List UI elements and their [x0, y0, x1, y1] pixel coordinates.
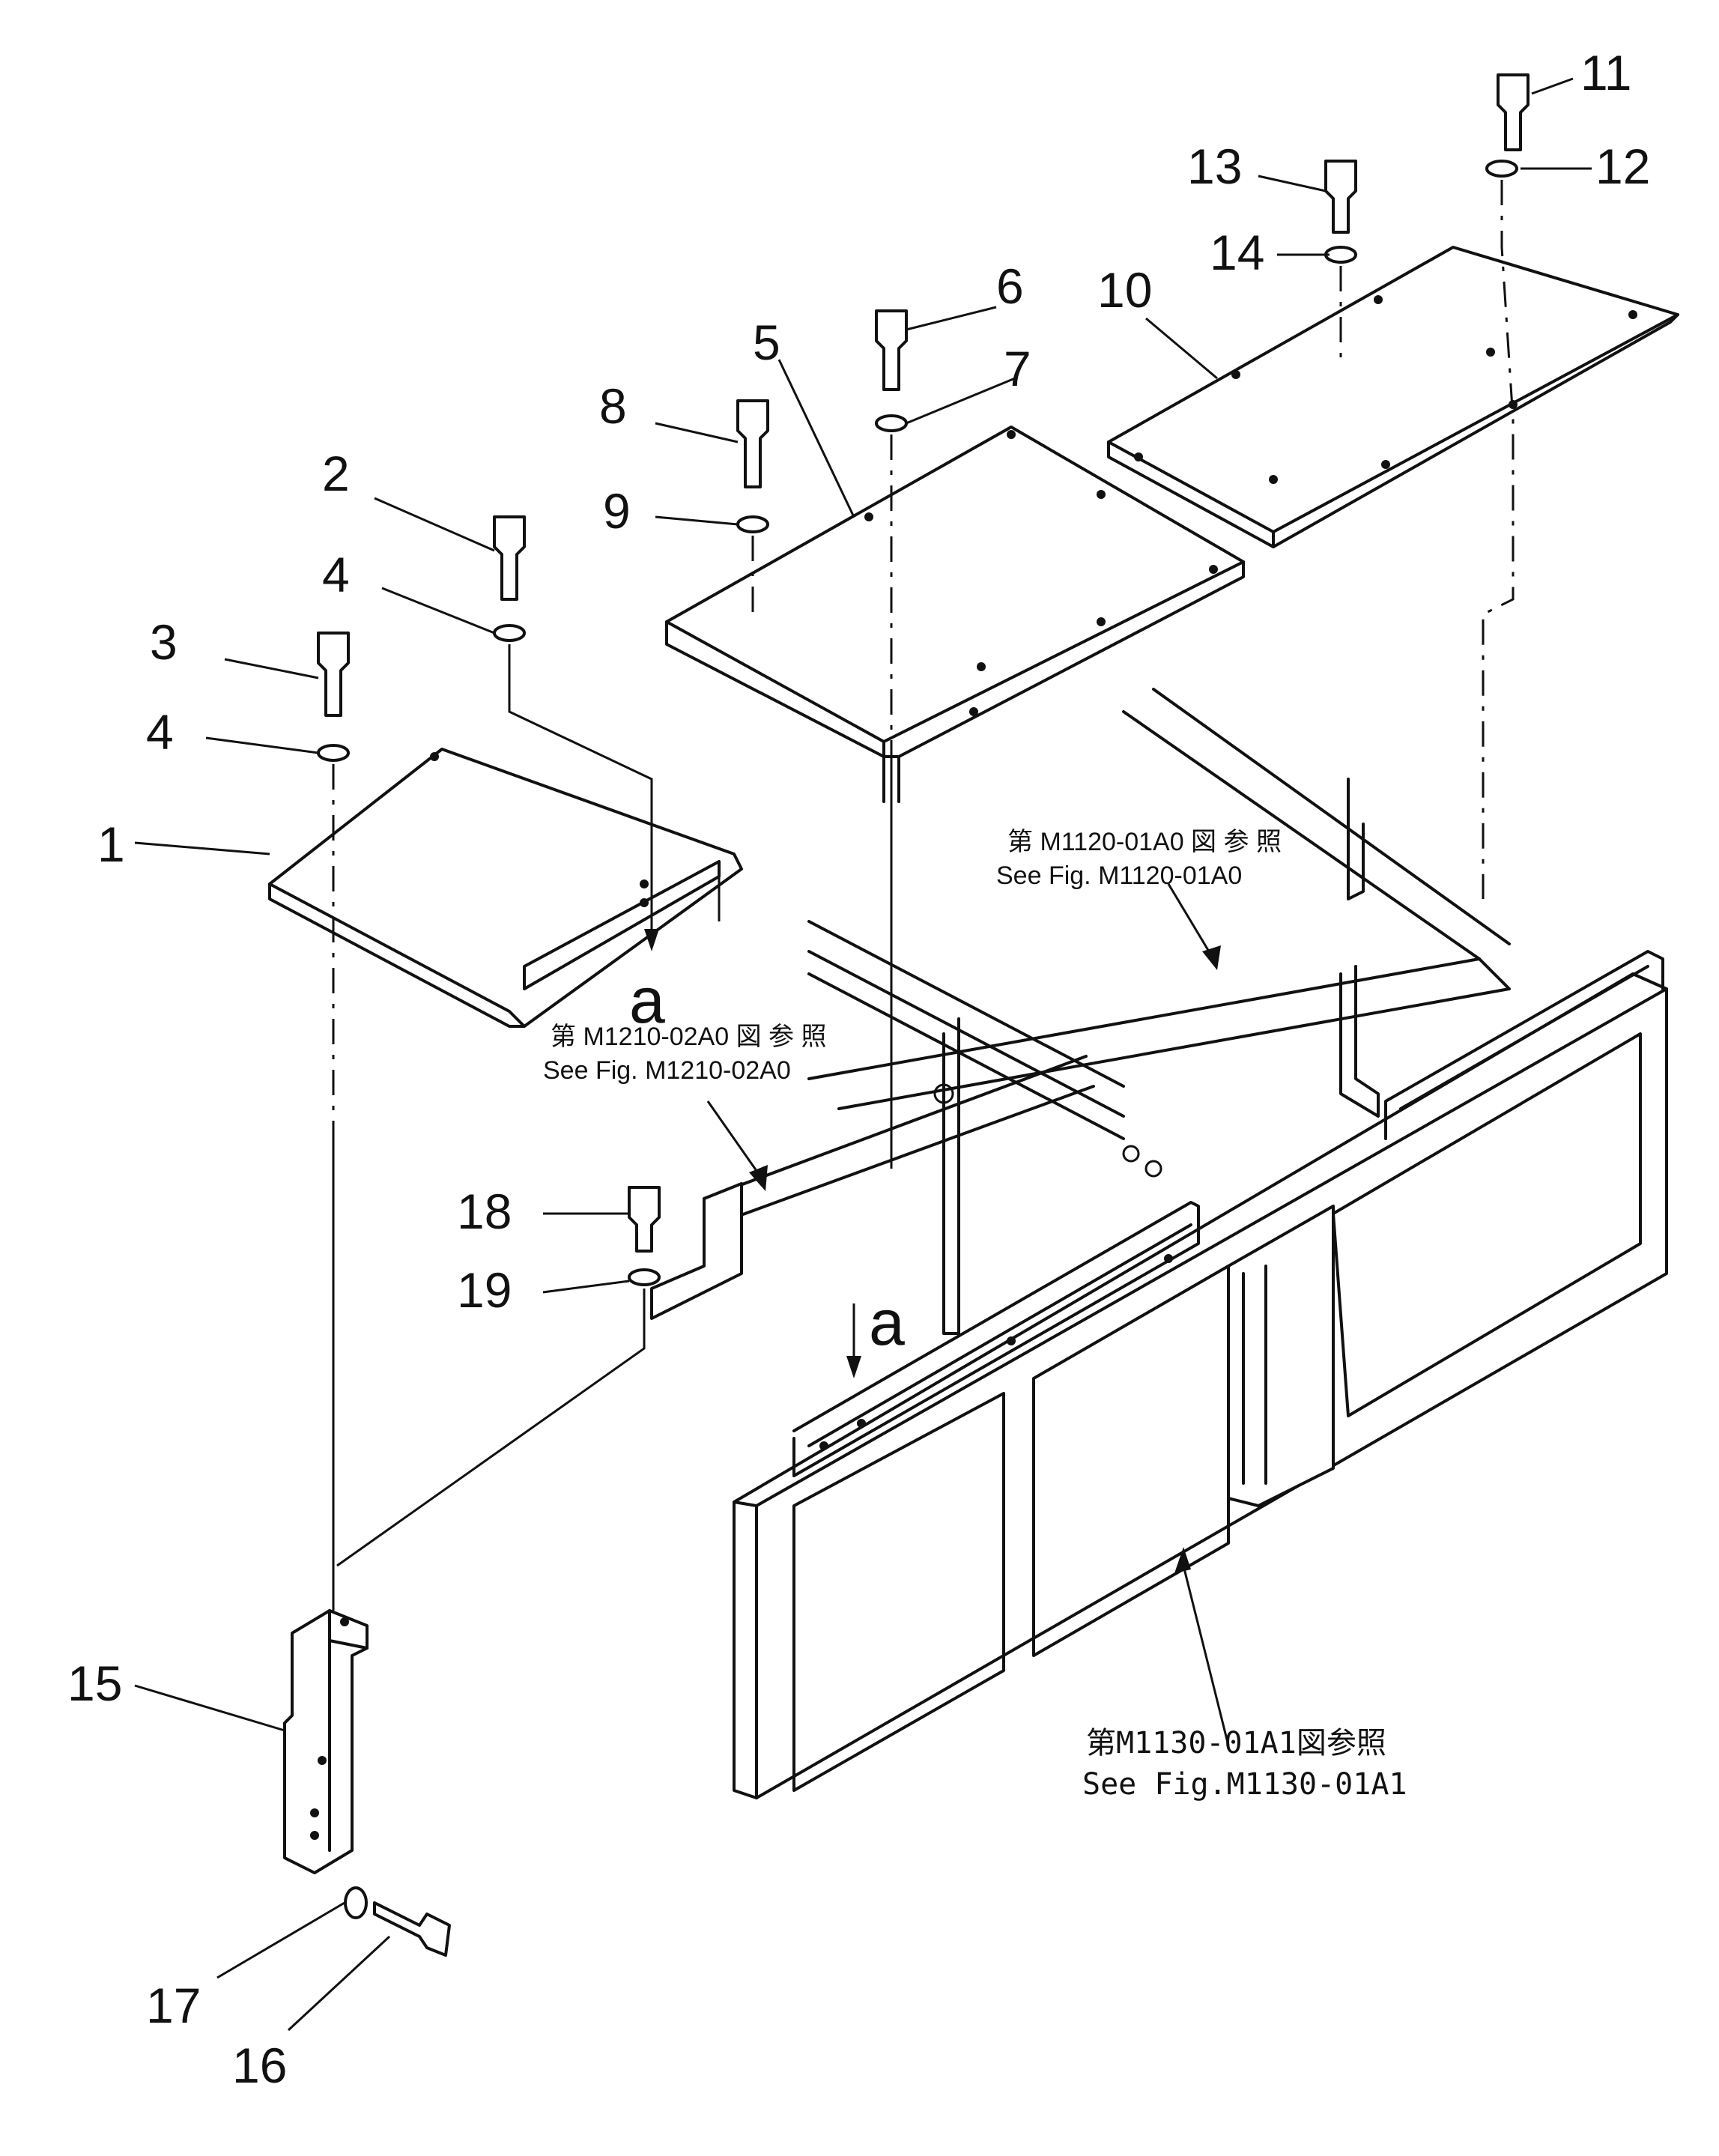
callout-4-lower: 4 [146, 704, 174, 760]
callout-3: 3 [150, 614, 178, 670]
callout-8: 8 [599, 378, 627, 434]
callout-numbers: 1 2 3 4 4 5 6 7 8 9 10 11 12 13 14 15 16… [67, 45, 1650, 2093]
ref-m1130-en: See Fig.M1130-01A1 [1082, 1767, 1407, 1802]
callout-4-upper: 4 [322, 547, 350, 602]
callout-5: 5 [753, 315, 780, 370]
callout-15: 15 [67, 1656, 122, 1711]
callout-12: 12 [1595, 139, 1650, 194]
cover-plate-5 [665, 426, 1245, 803]
bracket-15 [283, 1609, 369, 1874]
cover-plate-10 [1107, 246, 1679, 548]
ref-m1210-en: See Fig. M1210-02A0 [543, 1056, 791, 1085]
fasteners [317, 73, 1529, 1957]
assembly-lines [332, 180, 1515, 1611]
callout-13: 13 [1187, 139, 1242, 194]
ref-m1120-jp: 第 M1120-01A0 図 参 照 [1007, 828, 1282, 856]
callout-11: 11 [1580, 45, 1632, 100]
callout-18: 18 [457, 1184, 512, 1239]
view-markers: a a [629, 965, 905, 1359]
guard-panel [733, 950, 1668, 1799]
callout-2: 2 [322, 446, 350, 501]
ref-m1120-en: See Fig. M1120-01A0 [996, 862, 1242, 890]
callout-16: 16 [232, 2038, 287, 2093]
frame-structure [650, 688, 1511, 1335]
leader-lines [134, 77, 1592, 2032]
callout-17: 17 [146, 1978, 201, 2033]
reference-notes: 第 M1120-01A0 図 参 照 See Fig. M1120-01A0 第… [543, 828, 1407, 1802]
callout-19: 19 [457, 1262, 512, 1318]
callout-6: 6 [996, 258, 1024, 314]
callout-14: 14 [1210, 225, 1264, 280]
ref-m1130-jp: 第M1130-01A1図参照 [1086, 1726, 1386, 1760]
view-marker-a-upper: a [629, 965, 665, 1037]
callout-9: 9 [603, 483, 631, 539]
cover-plate-1 [268, 748, 743, 1028]
callout-1: 1 [97, 817, 125, 872]
callout-7: 7 [1004, 341, 1031, 396]
view-marker-a-lower: a [869, 1287, 905, 1359]
callout-10: 10 [1097, 262, 1152, 318]
ref-m1210-jp: 第 M1210-02A0 図 参 照 [551, 1023, 826, 1051]
